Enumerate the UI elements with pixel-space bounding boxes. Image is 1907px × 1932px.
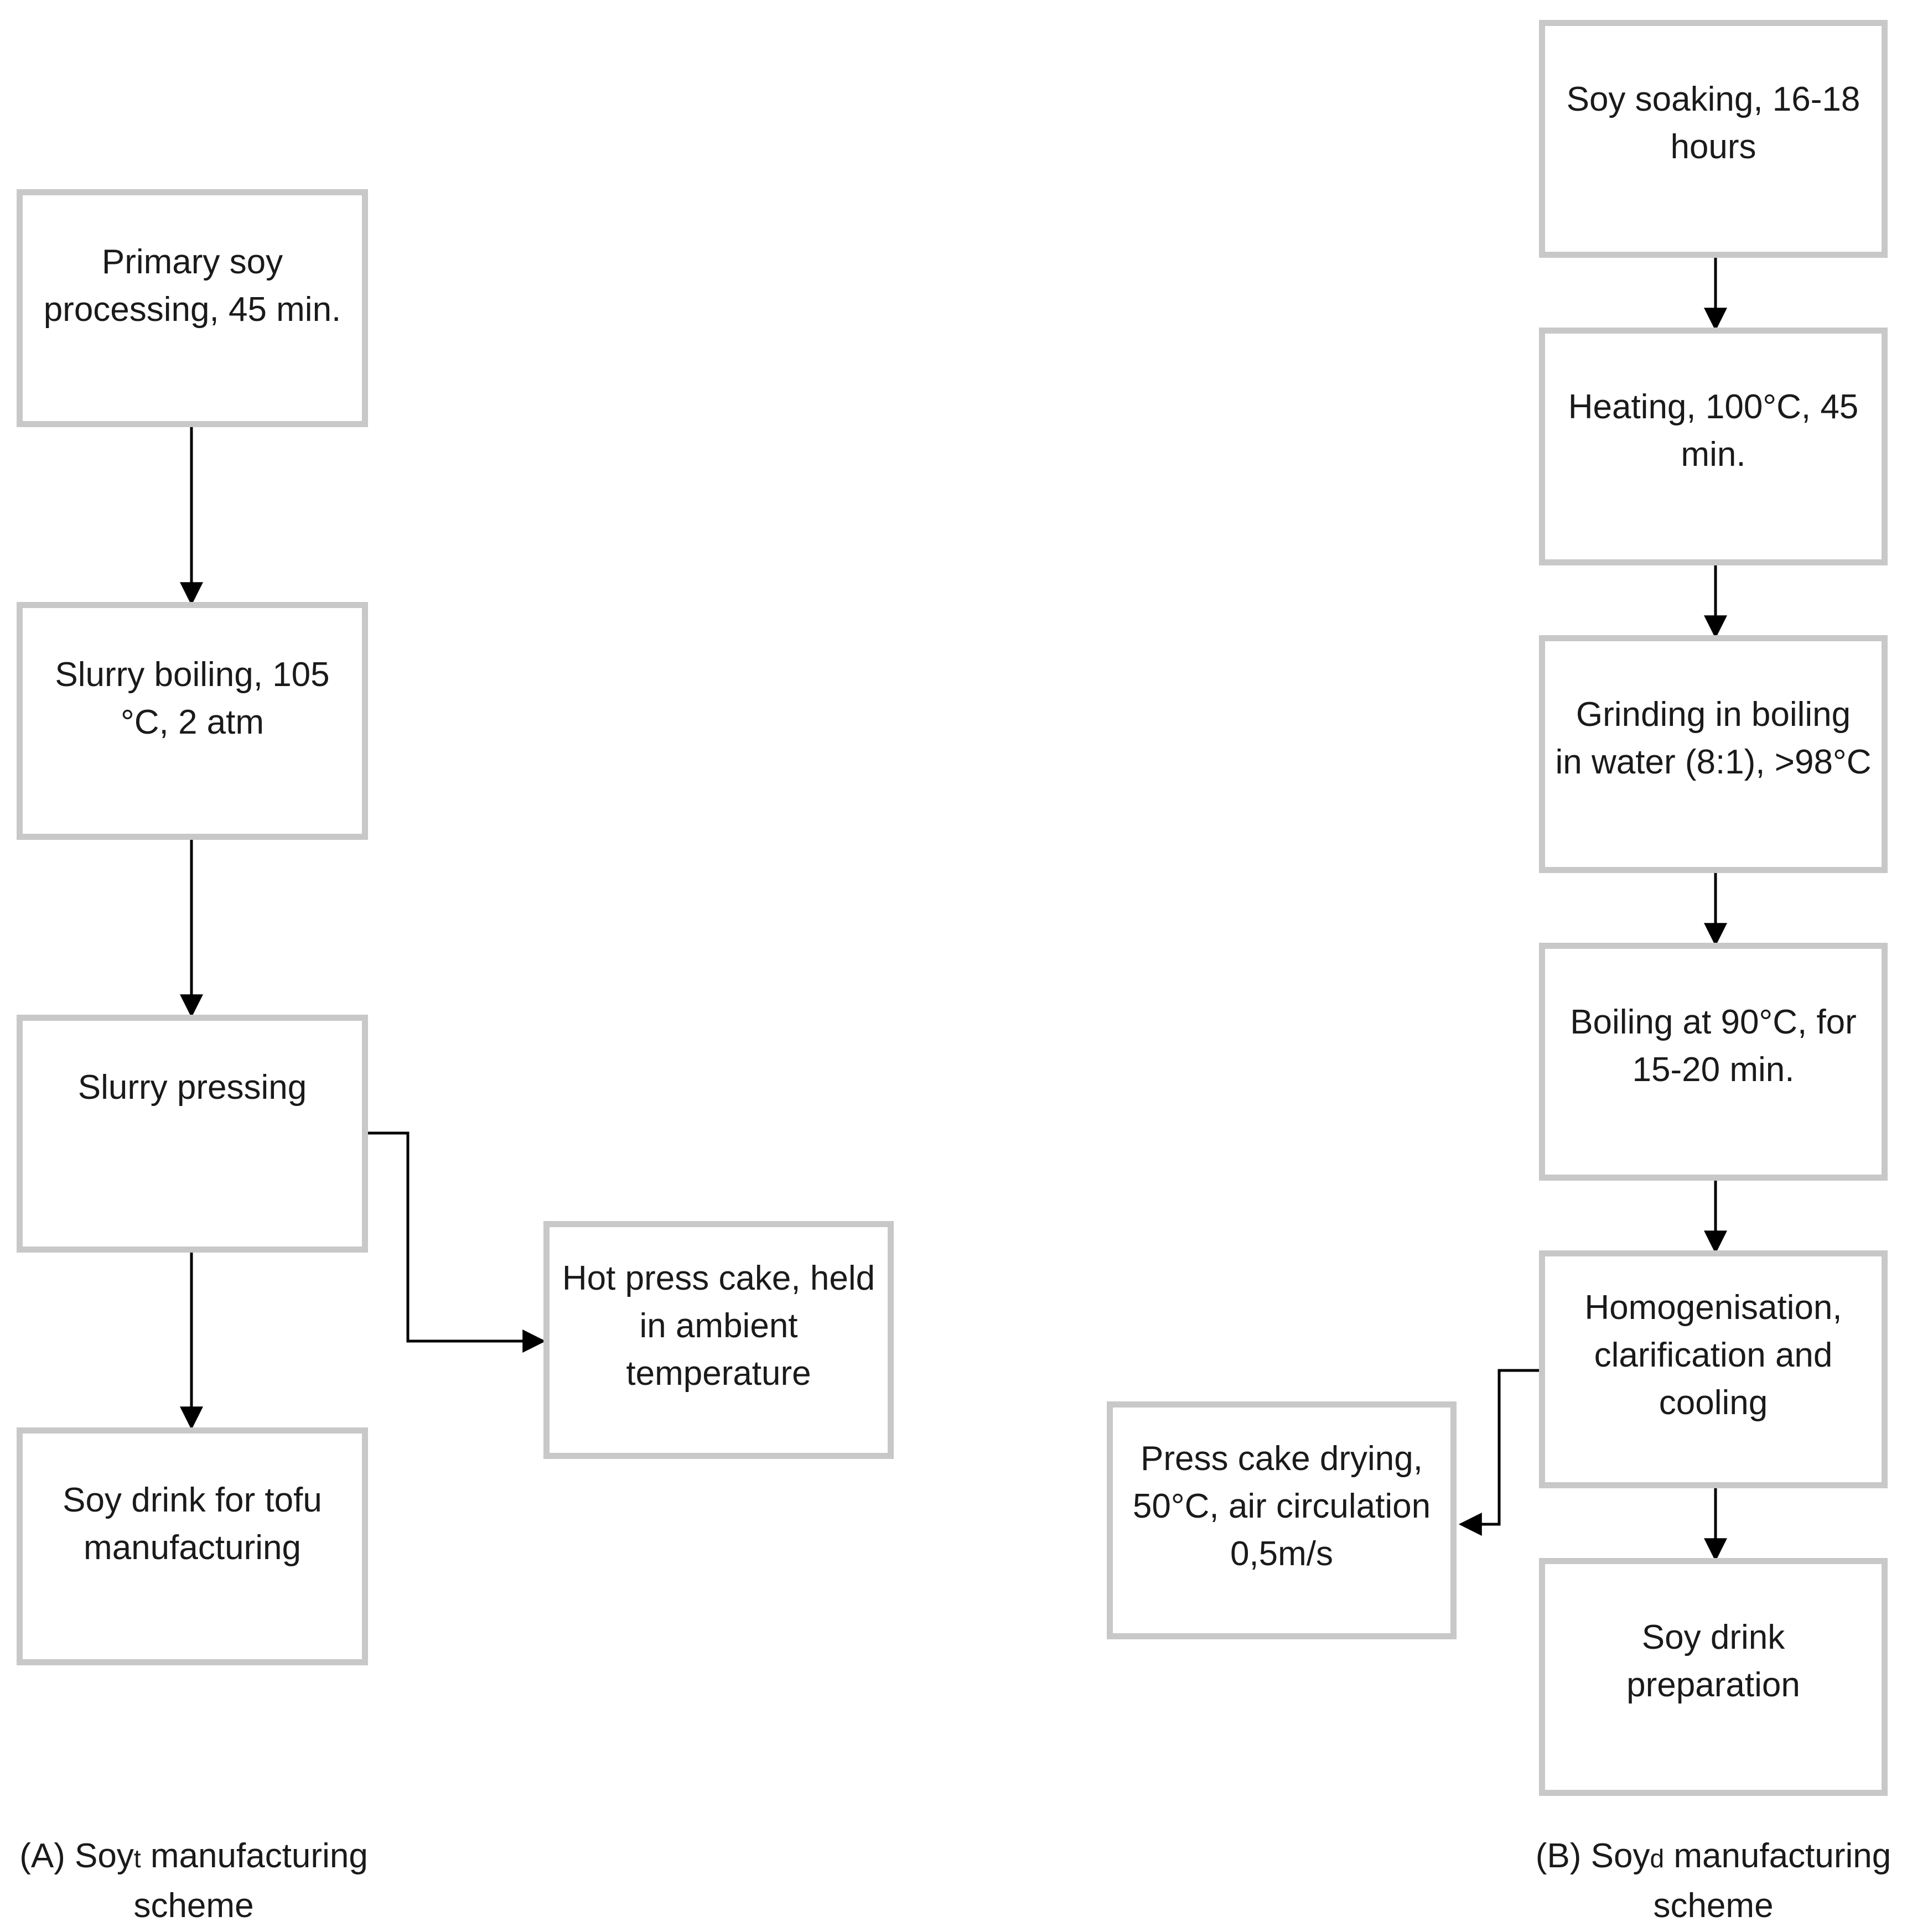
arrow-b-5-to-side (1458, 1369, 1542, 1536)
step-text-line: in water (8:1), >98°C (1555, 743, 1872, 781)
step-text-line: Heating, 100°C, 45 (1568, 388, 1859, 426)
step-text-line: °C, 2 atm (120, 703, 265, 741)
scheme-a-step-2: Slurry boiling, 105 °C, 2 atm (17, 602, 368, 840)
caption-line-1: (B) Soyd manufacturing (1525, 1832, 1901, 1882)
step-text-line: Press cake drying, (1140, 1440, 1423, 1478)
caption-suffix: manufacturing (1664, 1837, 1892, 1875)
step-text-line: Soy drink (1641, 1618, 1785, 1656)
step-text: Slurry boiling, 105 °C, 2 atm (44, 651, 340, 746)
step-text-line: cooling (1659, 1384, 1768, 1422)
scheme-a-step-1: Primary soy processing, 45 min. (17, 189, 368, 427)
step-text-line: manufacturing (84, 1529, 301, 1567)
step-text: Heating, 100°C, 45 min. (1557, 383, 1870, 479)
step-text: Soy drink for tofu manufacturing (51, 1477, 333, 1572)
step-text-line: Homogenisation, (1584, 1289, 1842, 1327)
step-text-line: hours (1670, 128, 1756, 166)
caption-subscript: t (133, 1844, 141, 1873)
step-text-line: 15-20 min. (1632, 1051, 1795, 1089)
scheme-a-step-4: Soy drink for tofu manufacturing (17, 1427, 368, 1665)
caption-line-2: scheme (1653, 1887, 1774, 1925)
scheme-a-side-output: Hot press cake, held in ambient temperatur… (543, 1221, 894, 1459)
step-text-line: Primary soy (101, 243, 283, 281)
scheme-b-step-3: Grinding in boiling in water (8:1), >98°C (1539, 635, 1888, 873)
caption-prefix: (A) Soy (19, 1837, 134, 1875)
step-text-line: processing, 45 min. (43, 290, 341, 329)
step-text-line: in ambient (639, 1307, 798, 1345)
step-text: Soy drink preparation (1615, 1614, 1811, 1709)
scheme-b-step-1: Soy soaking, 16-18 hours (1539, 20, 1888, 258)
step-text-line: clarification and (1594, 1336, 1833, 1374)
step-text-line: Soy drink for tofu (63, 1481, 322, 1519)
step-text: Grinding in boiling in water (8:1), >98°C (1545, 691, 1883, 786)
scheme-b-caption: (B) Soyd manufacturing scheme (1525, 1832, 1901, 1930)
step-text-line: 0,5m/s (1230, 1535, 1334, 1573)
step-text-line: Slurry boiling, 105 (55, 656, 330, 694)
scheme-b-step-4: Boiling at 90°C, for 15-20 min. (1539, 943, 1888, 1181)
step-text-line: preparation (1626, 1666, 1800, 1704)
step-text-line: Hot press cake, held (562, 1259, 875, 1297)
scheme-a-step-3: Slurry pressing (17, 1015, 368, 1253)
scheme-a-caption: (A) Soyt manufacturing scheme (6, 1832, 382, 1930)
step-text: Slurry pressing (67, 1064, 318, 1112)
step-text-line: Grinding in boiling (1576, 695, 1851, 734)
step-text-line: Slurry pressing (77, 1068, 307, 1107)
step-text: Hot press cake, held in ambient temperatur… (551, 1255, 886, 1398)
caption-subscript: d (1650, 1844, 1665, 1873)
scheme-b-step-6: Soy drink preparation (1539, 1558, 1888, 1796)
scheme-b-step-5: Homogenisation, clarification and cooling (1539, 1250, 1888, 1488)
caption-line-1: (A) Soyt manufacturing (6, 1832, 382, 1882)
step-text-line: min. (1681, 435, 1746, 474)
step-text: Soy soaking, 16-18 hours (1556, 76, 1872, 171)
step-text-line: Boiling at 90°C, for (1570, 1003, 1857, 1041)
caption-prefix: (B) Soy (1535, 1837, 1650, 1875)
step-text-line: Soy soaking, 16-18 (1566, 80, 1861, 118)
scheme-b-step-2: Heating, 100°C, 45 min. (1539, 328, 1888, 565)
arrow-a-3-to-side (365, 1131, 546, 1353)
caption-suffix: manufacturing (141, 1837, 368, 1875)
step-text: Homogenisation, clarification and cooling (1573, 1284, 1853, 1427)
scheme-b-side-output: Press cake drying, 50°C, air circulation 0… (1107, 1401, 1457, 1639)
step-text-line: temperature (626, 1354, 811, 1393)
step-text: Primary soy processing, 45 min. (33, 238, 353, 334)
step-text: Boiling at 90°C, for 15-20 min. (1559, 999, 1868, 1094)
caption-line-2: scheme (133, 1887, 254, 1925)
step-text-line: 50°C, air circulation (1132, 1487, 1431, 1525)
step-text: Press cake drying, 50°C, air circulation 0… (1122, 1435, 1442, 1578)
